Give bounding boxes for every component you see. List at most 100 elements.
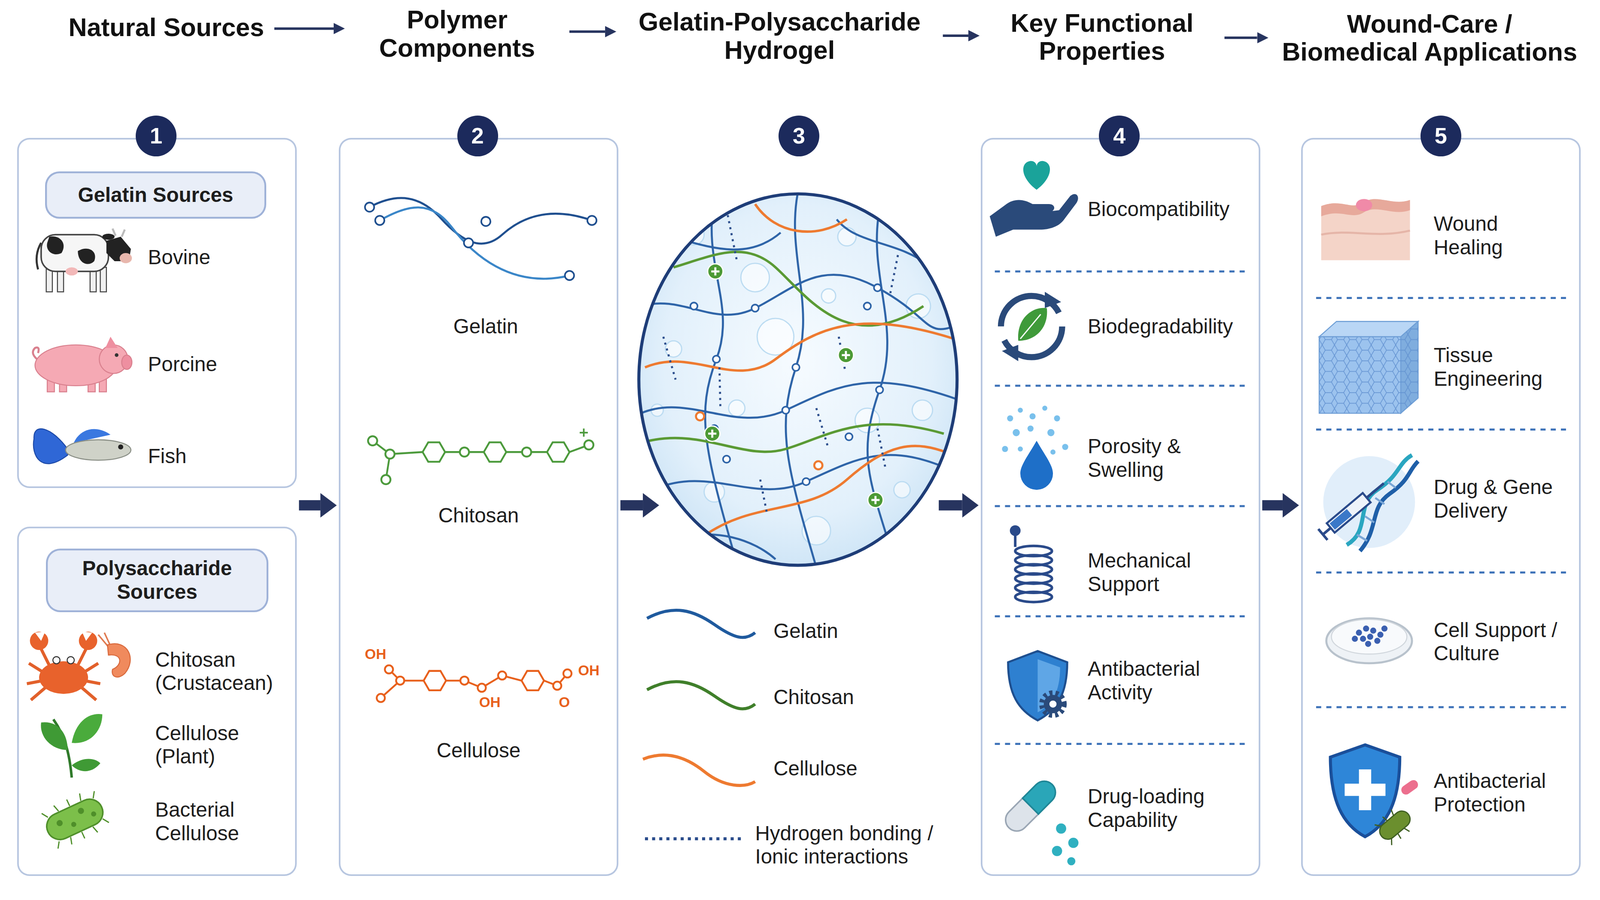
- capsule-icon: [1000, 776, 1079, 866]
- hydrogel-network: [723, 455, 731, 463]
- pig-icon: [33, 336, 133, 392]
- text-holder: 4: [1113, 124, 1126, 147]
- item-label: Cellulose: [436, 738, 521, 762]
- hydrogel-network: [814, 461, 823, 470]
- crab-icon: [30, 687, 46, 700]
- crab-icon: [27, 631, 131, 700]
- hydrogel-network: [708, 267, 880, 504]
- petri-dish-icon: [1326, 617, 1413, 664]
- text-holder: Natural Sources: [68, 13, 265, 42]
- text-holder: OH: [577, 663, 600, 678]
- porosity-icon: [1027, 425, 1034, 432]
- legend-samples: [644, 836, 741, 840]
- drug-gene-icon: [1329, 508, 1352, 530]
- hydrogel-network: [663, 209, 898, 516]
- gelatin-molecule: [481, 216, 491, 226]
- item-label: Cell Support / Culture: [1433, 618, 1567, 666]
- petri-dish-icon: [1370, 627, 1377, 634]
- antibacterial-shield-icon: [1008, 650, 1068, 721]
- legend-samples: [642, 609, 755, 839]
- hydrogel-outline: [638, 193, 958, 566]
- cellulose-molecule: [376, 693, 385, 702]
- flow-arrow: [274, 27, 334, 31]
- item-label: Porosity & Swelling: [1087, 434, 1251, 482]
- hydrogel-network: [802, 477, 810, 486]
- text-holder: Bovine: [148, 245, 211, 269]
- legend-label: Hydrogen bonding / Ionic interactions: [754, 821, 959, 869]
- tissue-cube-icon: [1319, 336, 1401, 414]
- porosity-icon: [1020, 440, 1053, 490]
- capsule-icon: [1052, 845, 1063, 856]
- fish-icon: [118, 444, 124, 450]
- porosity-icon: [1017, 407, 1023, 413]
- petri-dish-icon: [1374, 637, 1381, 644]
- cellulose-molecule: [395, 676, 405, 685]
- hydrogel-network: [704, 263, 884, 508]
- petri-dish-icon: [1367, 633, 1374, 640]
- application-panel: Wound-Care / Biomedical ApplicationsWoun…: [1301, 137, 1581, 876]
- chitosan-molecule: [522, 447, 532, 457]
- source-heading: Gelatin Sources: [77, 183, 234, 207]
- step-badge: 5: [1420, 115, 1462, 157]
- gelatin-molecule: [369, 197, 593, 244]
- cellulose-molecule: [384, 665, 393, 674]
- leaf-icon: [71, 713, 103, 743]
- capsule-icon: [1000, 776, 1061, 836]
- hydrogel-network: [638, 191, 960, 568]
- text-holder: OH: [365, 647, 387, 662]
- step-badge: 3: [778, 115, 820, 157]
- step-number: 1: [149, 124, 163, 147]
- capsule-icon: [1068, 837, 1079, 848]
- step-badge: 1: [135, 115, 177, 157]
- cow-icon: [41, 234, 109, 272]
- cellulose-molecule: [376, 665, 572, 703]
- hydrogel-network: [894, 481, 911, 498]
- porosity-icon: [1001, 445, 1008, 452]
- biocompatibility-icon: [1023, 161, 1050, 190]
- hydrogel-network: [754, 203, 847, 232]
- flow-arrow: [569, 30, 606, 34]
- hydrogel-network: [781, 406, 790, 414]
- item-label: Biodegradability: [1087, 314, 1233, 339]
- hydrogel-network: [638, 193, 958, 566]
- biodegradability-icon: [1001, 291, 1062, 362]
- crab-icon: [35, 631, 93, 641]
- hydrogel-network: [728, 399, 746, 417]
- text-holder: 2: [471, 124, 484, 147]
- gelatin-source-box: BovinePorcineFishGelatin Sources: [17, 137, 297, 488]
- flow-arrow: [942, 34, 969, 37]
- gelatin-molecule: [463, 238, 473, 248]
- leaf-icon: [40, 721, 68, 750]
- antibacterial-shield-icon: [1041, 692, 1065, 715]
- cellulose-molecule: [477, 683, 486, 692]
- hydrogel-network: [663, 336, 676, 380]
- flow-arrow: [620, 499, 643, 511]
- gelatin-molecule: [365, 197, 597, 280]
- item-label: Gelatin: [453, 314, 519, 339]
- petri-dish-icon: [1381, 625, 1388, 632]
- drug-gene-icon: [1318, 454, 1418, 551]
- cellulose-molecule: [376, 665, 572, 703]
- item-label: Biocompatibility: [1087, 197, 1230, 222]
- hydrogel-network: [673, 534, 776, 559]
- bacterium-icon: [40, 787, 111, 851]
- hydrogel-network: [683, 224, 705, 246]
- pig-icon: [114, 352, 119, 357]
- skin-icon: [1321, 199, 1411, 261]
- text-holder: Cellulose: [436, 738, 521, 762]
- source-heading-pill: Polysaccharide Sources: [45, 548, 269, 612]
- item-label: Antibacterial Activity: [1087, 657, 1251, 704]
- legend-label: Chitosan: [773, 685, 855, 709]
- protection-shield-icon: [1372, 802, 1418, 847]
- biodegradability-icon: [1018, 307, 1047, 341]
- fish-icon: [33, 428, 131, 464]
- cow-icon: [112, 228, 125, 237]
- tissue-cube-icon: [1319, 321, 1418, 414]
- protection-shield-icon: [1399, 778, 1420, 797]
- crab-icon: [82, 687, 97, 700]
- text-holder: Gelatin Sources: [77, 183, 234, 207]
- legend-label: Gelatin: [773, 618, 839, 643]
- hydrogel-network: [836, 219, 929, 266]
- hydrogel-network: [648, 251, 944, 452]
- chitosan-molecule: [381, 474, 391, 484]
